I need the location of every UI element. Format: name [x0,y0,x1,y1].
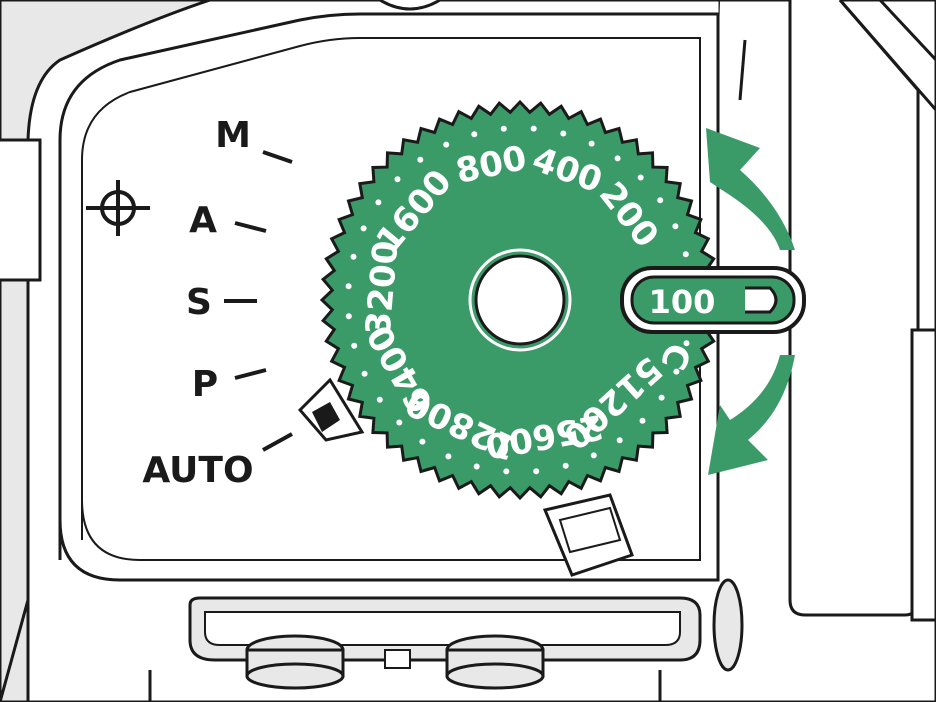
dial-dot [530,125,537,132]
mode-label-a: A [189,200,217,241]
dial-dot [616,437,623,444]
dial-release-tab[interactable] [542,493,634,577]
dial-dot [639,417,646,424]
dial-dot [396,419,403,426]
dial-dot [361,370,368,377]
mode-label-s: S [186,282,212,323]
dial-dot [657,197,664,204]
mode-label-p: P [192,364,218,405]
dial-dot [503,468,510,475]
dial-dot [419,438,426,445]
dial-dot [417,156,424,163]
selected-iso-value: 100 [649,283,716,321]
dial-dot [614,155,621,162]
dial-dot [443,141,450,148]
dial-dot [682,251,689,258]
rotate-up-arrow-icon [706,128,795,250]
dial-dot [351,342,358,349]
dial-dot [350,253,357,260]
dial-dot [375,199,382,206]
dial-dot [376,396,383,403]
dial-dot [673,368,680,375]
dial-dot [672,223,679,230]
rotate-down-arrow-icon [708,355,795,475]
dial-dot [562,462,569,469]
dial-dot [473,463,480,470]
selected-iso-indicator: 100 [620,266,806,334]
focal-plane-mark-icon [86,180,150,236]
dial-dot [637,174,644,181]
dial-dot [471,131,478,138]
dial-dot [533,468,540,475]
dial-dot [394,176,401,183]
dial-dot [500,125,507,132]
dial-dot [345,283,352,290]
mode-label-m: M [215,115,251,156]
dial-dot [683,340,690,347]
dial-dot [560,130,567,137]
dial-lock-button-icon[interactable] [297,377,365,442]
dial-value-3200: 3200 [358,239,406,337]
dial-dot [590,452,597,459]
dial-dot [445,453,452,460]
dial-dot [360,225,367,232]
mode-label-auto: AUTO [142,450,253,491]
dial-dot [588,140,595,147]
dial-dot [345,313,352,320]
dial-dot [658,394,665,401]
